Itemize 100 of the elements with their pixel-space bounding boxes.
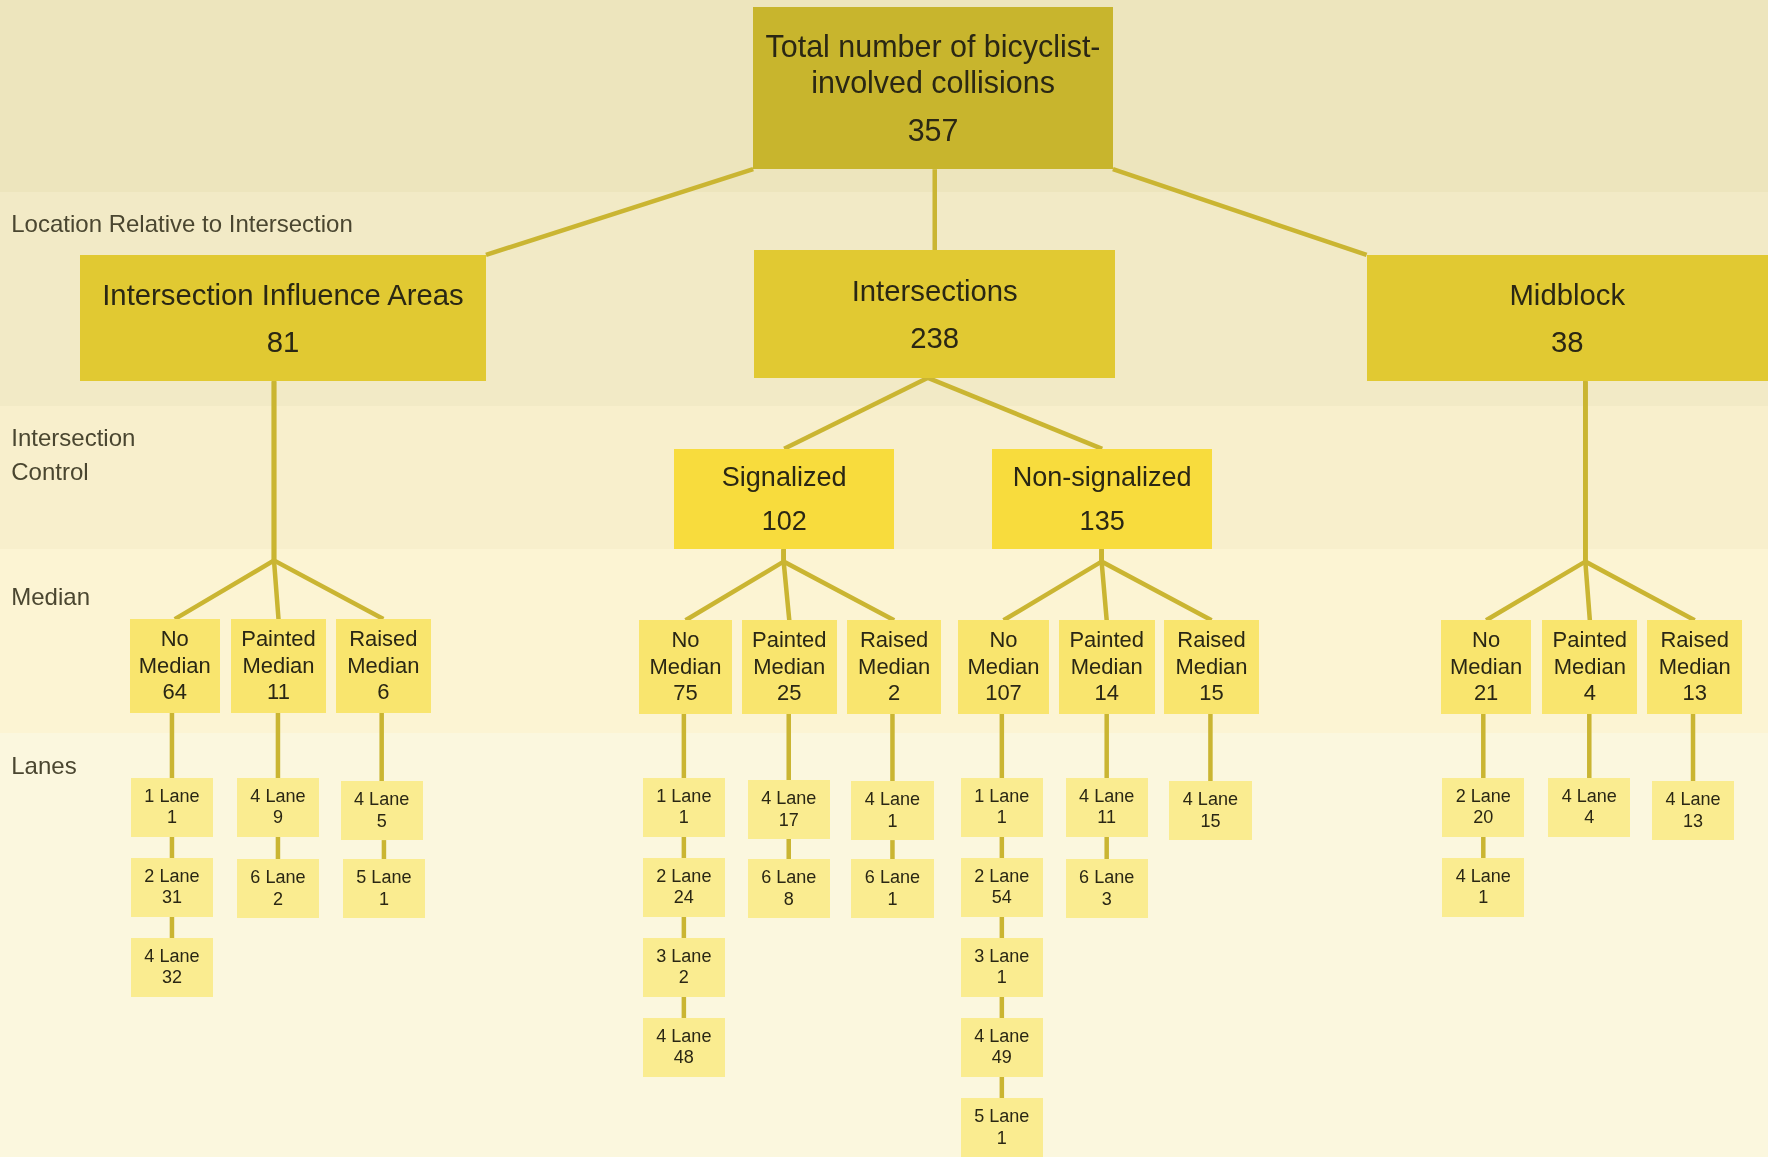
connector-line: [275, 836, 281, 860]
count-label: 2: [887, 680, 902, 707]
count-label: 11: [1096, 807, 1118, 829]
category-label: No Median: [137, 626, 212, 679]
connector-line: [1587, 713, 1592, 779]
category-label: Raised Median: [1174, 627, 1249, 681]
count-label: 135: [1078, 504, 1126, 537]
count-label: 1: [1477, 887, 1490, 910]
median-box: [231, 619, 326, 713]
category-label: Raised Median: [346, 626, 421, 679]
connector-line: [932, 169, 937, 251]
connector-line: [783, 375, 929, 451]
count-label: 4: [1582, 680, 1597, 707]
connector-line: [169, 916, 175, 939]
count-label: 17: [777, 809, 800, 832]
category-label: 4 Lane: [1664, 789, 1722, 811]
connector-line: [890, 840, 895, 860]
connector-line: [1112, 167, 1368, 258]
category-label: 2 Lane: [143, 865, 201, 888]
category-label: No Median: [966, 627, 1041, 681]
connector-line: [681, 713, 687, 779]
category-label: 4 Lane: [1560, 785, 1618, 808]
connector-line: [786, 838, 791, 860]
connector-line: [379, 712, 384, 782]
count-label: 15: [1199, 810, 1222, 833]
category-label: No Median: [1449, 627, 1524, 681]
connector-line: [1099, 549, 1213, 623]
median-box: [741, 620, 837, 714]
count-label: 32: [160, 967, 183, 990]
count-label: 1: [995, 1127, 1008, 1150]
lane-box: [340, 781, 423, 840]
connector-line: [1690, 713, 1696, 782]
count-label: 11: [266, 679, 291, 706]
connector-line: [485, 167, 754, 258]
lane-box: [1065, 778, 1148, 837]
category-label: 4 Lane: [143, 945, 201, 968]
lane-box: [1442, 778, 1525, 837]
category-label: 2 Lane: [973, 865, 1031, 888]
category-label: Painted Median: [240, 626, 317, 679]
category-label: 1 Lane: [655, 785, 713, 808]
count-label: 1: [995, 807, 1008, 829]
category-label: 4 Lane: [973, 1025, 1031, 1048]
connector-line: [927, 375, 1104, 451]
category-label: 4 Lane: [760, 787, 818, 810]
count-label: 1: [377, 888, 390, 911]
connector-line: [781, 549, 896, 623]
lane-box: [851, 781, 934, 840]
lane-box: [642, 778, 725, 837]
category-label: No Median: [648, 627, 723, 681]
location-box: [754, 250, 1116, 378]
count-label: 2: [271, 888, 284, 911]
median-box: [1542, 620, 1638, 714]
count-label: 13: [1681, 810, 1705, 833]
count-label: 20: [1472, 807, 1495, 829]
median-box: [129, 619, 220, 713]
median-box: [1647, 620, 1743, 714]
connector-line: [999, 1076, 1005, 1099]
count-label: 2: [677, 967, 690, 990]
row-label: Intersection Control: [11, 422, 137, 487]
category-label: 2 Lane: [655, 865, 713, 888]
category-label: 2 Lane: [1454, 785, 1512, 808]
connector-line: [999, 836, 1005, 859]
category-label: 5 Lane: [973, 1105, 1031, 1128]
category-label: Total number of bicyclist-involved collisions: [764, 27, 1102, 101]
category-label: 4 Lane: [655, 1025, 713, 1048]
lane-box: [960, 778, 1043, 837]
count-label: 81: [265, 323, 301, 359]
category-label: 5 Lane: [355, 866, 413, 889]
connector-line: [1481, 836, 1486, 859]
count-label: 1: [886, 810, 899, 833]
category-label: 6 Lane: [1078, 866, 1136, 889]
connector-line: [999, 916, 1005, 939]
category-label: 1 Lane: [973, 785, 1031, 808]
count-label: 6: [376, 679, 391, 706]
median-box: [639, 620, 732, 714]
count-label: 1: [677, 807, 690, 829]
category-label: 3 Lane: [973, 945, 1031, 968]
count-label: 9: [271, 807, 284, 829]
count-label: 24: [672, 887, 695, 910]
count-label: 64: [161, 679, 188, 706]
lane-box: [960, 938, 1043, 997]
lane-box: [236, 778, 320, 837]
category-label: 1 Lane: [143, 785, 201, 808]
connector-line: [999, 996, 1005, 1019]
count-label: 102: [760, 504, 808, 537]
lane-box: [130, 858, 214, 917]
lane-box: [960, 1098, 1043, 1157]
connector-line: [999, 713, 1005, 779]
count-label: 75: [672, 680, 699, 707]
category-label: 4 Lane: [1078, 785, 1136, 808]
count-label: 31: [160, 887, 183, 910]
location-box: [1366, 254, 1768, 382]
count-label: 48: [672, 1047, 695, 1070]
median-box: [1163, 620, 1260, 714]
count-label: 238: [909, 319, 961, 355]
lane-box: [642, 1018, 725, 1077]
lane-box: [342, 859, 426, 918]
lane-box: [1651, 781, 1735, 840]
category-label: 3 Lane: [655, 945, 713, 968]
row-label: Median: [11, 581, 91, 612]
